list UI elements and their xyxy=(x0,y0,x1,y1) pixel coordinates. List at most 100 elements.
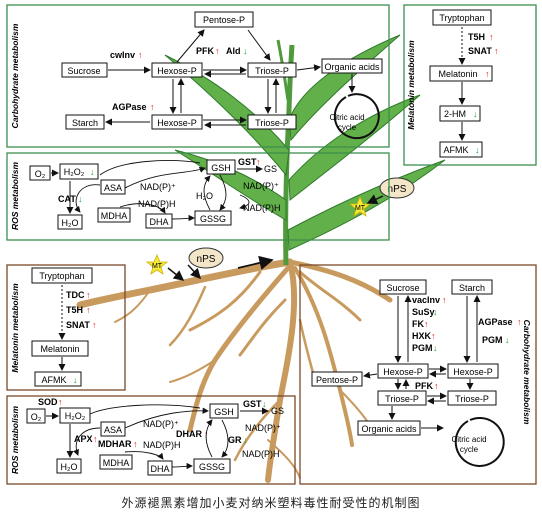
nadph-label-1: NAD(P)H xyxy=(138,199,176,209)
sod-label: SOD xyxy=(38,397,58,407)
t5h-label: T5H xyxy=(468,32,485,42)
hxk-up-arrow: ↑ xyxy=(431,331,436,341)
tca-cycle-label-1: Citric acid xyxy=(329,113,364,122)
pgm-down-arrow: ↓ xyxy=(433,343,438,353)
panel-title: ROS metabolism xyxy=(10,162,20,230)
t5h-label: T5H xyxy=(66,305,83,315)
nadph-label-1: NAD(P)H xyxy=(143,440,181,450)
gr-down-arrow: ↓ xyxy=(243,435,248,445)
melatonin-node: Melatonin xyxy=(438,69,477,79)
svg-text:MT: MT xyxy=(355,205,366,212)
panel-carbohydrate-top: Carbohydrate metabolism Pentose-P Sucros… xyxy=(6,4,390,148)
sod-up-arrow: ↑ xyxy=(58,397,63,407)
gs-label: GS xyxy=(264,164,277,174)
afmk-down-arrow: ↓ xyxy=(73,375,78,385)
vacinv-label: vacInv xyxy=(412,295,440,305)
apx-up-arrow: ↑ xyxy=(93,434,98,444)
mdha-node: MDHA xyxy=(101,211,128,221)
gr-label: GR xyxy=(228,435,242,445)
fk-label: FK xyxy=(412,319,424,329)
melatonin-up-arrow: ↑ xyxy=(485,69,490,79)
nps-marker-top: nPS xyxy=(379,177,415,199)
asa-node: ASA xyxy=(104,183,122,193)
afmk-node: AFMK xyxy=(443,145,468,155)
gssg-node: GSSG xyxy=(200,214,226,224)
sucrose-node: Sucrose xyxy=(67,66,100,76)
nadph-label-2: NAD(P)H xyxy=(242,449,280,459)
mt-star-top: MT xyxy=(348,195,372,217)
panel-title: Carbohydrate metabolism xyxy=(522,320,532,425)
mdha-node: MDHA xyxy=(103,458,130,468)
dha-node: DHA xyxy=(150,464,169,474)
triose-p-node: Triose-P xyxy=(255,66,289,76)
dha-node: DHA xyxy=(149,217,168,227)
susy-label: SuSy xyxy=(412,307,435,317)
panel-title: Melatonin metabolism xyxy=(10,283,20,373)
snat-label: SNAT xyxy=(468,46,492,56)
triose-p-node-2: Triose-P xyxy=(255,118,289,128)
pgm-label: PGM xyxy=(412,343,433,353)
tdc-label: TDC xyxy=(66,290,85,300)
agpase-up-arrow: ↑ xyxy=(150,102,155,112)
mdhar-up-arrow: ↑ xyxy=(133,439,138,449)
panel-title: Melatonin metabolism xyxy=(406,40,416,130)
organic-acids-node: Organic acids xyxy=(324,62,380,72)
cat-down-arrow: ↓ xyxy=(78,194,83,204)
afmk-down-arrow: ↓ xyxy=(475,145,480,155)
gst-label: GST xyxy=(238,157,257,167)
h2o2-node: H₂O₂ xyxy=(65,411,86,421)
gst-up-arrow: ↑ xyxy=(256,157,261,167)
nps-marker-bottom: nPS xyxy=(188,247,224,269)
tryptophan-node: Tryptophan xyxy=(39,271,84,281)
melatonin-node: Melatonin xyxy=(40,344,79,354)
panel-title: ROS metabolism xyxy=(10,406,20,474)
uptake-arrow-top xyxy=(366,194,384,204)
tryptophan-node: Tryptophan xyxy=(439,13,484,23)
panel-ros-bottom: ROS metabolism SOD ↑ O₂ H₂O₂ APX ↑ H₂O A… xyxy=(6,395,296,485)
pfk-up-arrow: ↑ xyxy=(434,381,439,391)
svg-text:MT: MT xyxy=(152,263,163,270)
pfk-label: PFK xyxy=(196,46,215,56)
gs-label: GS xyxy=(271,406,284,416)
tca-cycle-label-2: cycle xyxy=(338,123,357,132)
o2-node: O₂ xyxy=(35,169,46,179)
panel-carbohydrate-bottom: Carbohydrate metabolism Sucrose Starch v… xyxy=(299,264,537,485)
hxk-label: HXK xyxy=(412,331,432,341)
snat-up-arrow: ↑ xyxy=(92,320,97,330)
ald-label: Ald xyxy=(226,46,241,56)
mdhar-label: MDHAR xyxy=(98,439,132,449)
agpase-label: AGPase xyxy=(112,102,147,112)
h2o-node: H₂O xyxy=(62,218,79,228)
cwinv-up-arrow: ↑ xyxy=(138,50,143,60)
pfk-label: PFK xyxy=(415,381,434,391)
starch-node: Starch xyxy=(459,283,485,293)
gst-label: GST xyxy=(243,399,262,409)
panel-melatonin-bottom: Melatonin metabolism Tryptophan TDC ↑ T5… xyxy=(6,264,126,391)
h2o-node: H₂O xyxy=(61,462,78,472)
nadp-label-1: NAD(P)⁺ xyxy=(143,419,179,429)
nadph-label-2: NAD(P)H xyxy=(243,203,281,213)
ald-down-arrow: ↓ xyxy=(243,46,248,56)
agpase-up-arrow: ↑ xyxy=(517,317,522,327)
vacinv-up-arrow: ↑ xyxy=(442,295,447,305)
tca-cycle-label-2: cycle xyxy=(460,445,479,454)
hexose-p-node: Hexose-P xyxy=(383,367,423,377)
pgm2-label: PGM xyxy=(482,335,503,345)
snat-up-arrow: ↑ xyxy=(494,46,499,56)
h2o2-node: H₂O₂ xyxy=(64,167,85,177)
fk-up-arrow: ↑ xyxy=(424,319,429,329)
t5h-up-arrow: ↑ xyxy=(489,32,494,42)
hexose-p-node-2: Hexose-P xyxy=(453,367,493,377)
apx-label: APX xyxy=(74,434,93,444)
panel-ros-top: ROS metabolism O₂ H₂O₂ ↓ CAT ↓ H₂O ASA M… xyxy=(6,152,390,241)
hexose-p-node: Hexose-P xyxy=(157,66,197,76)
triose-p-node-2: Triose-P xyxy=(455,394,489,404)
hexose-p-node-2: Hexose-P xyxy=(157,118,197,128)
gsh-node: GSH xyxy=(214,407,234,417)
sucrose-node: Sucrose xyxy=(386,283,419,293)
dhar-label: DHAR xyxy=(176,429,202,439)
nadp-label-1: NAD(P)⁺ xyxy=(140,182,176,192)
t5h-up-arrow: ↑ xyxy=(86,305,91,315)
panel-title: Carbohydrate metabolism xyxy=(10,23,20,128)
